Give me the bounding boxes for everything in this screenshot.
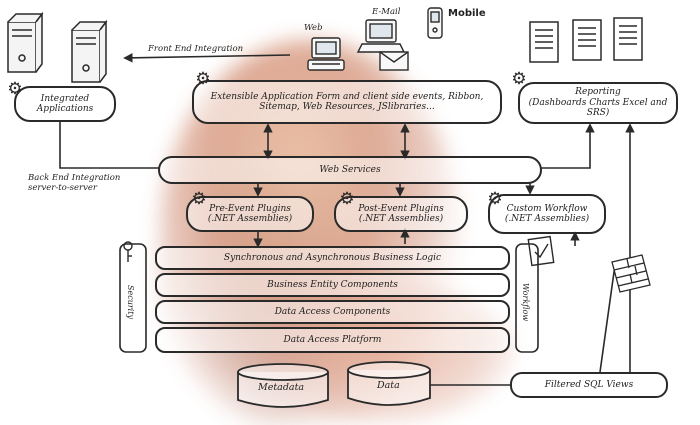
- sync-async-logic-box: Synchronous and Asynchronous Business Lo…: [155, 246, 510, 270]
- metadata-label: Metadata: [258, 382, 305, 393]
- checklist-icon: [527, 235, 555, 267]
- filtered-sql-views-box: Filtered SQL Views: [510, 372, 668, 398]
- reporting-box: Reporting (Dashboards Charts Excel and S…: [518, 82, 678, 124]
- custom-workflow-label: Custom Workflow (.NET Assemblies): [504, 203, 590, 224]
- back-end-integration-label: Back End Integration server-to-server: [28, 173, 121, 193]
- data-access-components-box: Data Access Components: [155, 300, 510, 324]
- data-access-components-label: Data Access Components: [274, 306, 391, 317]
- data-label: Data: [377, 380, 400, 391]
- mobile-label: Mobile: [448, 8, 486, 19]
- data-access-platform-label: Data Access Platform: [283, 334, 382, 345]
- gear-icon: ⚙: [339, 189, 355, 209]
- web-services-label: Web Services: [319, 164, 381, 175]
- gear-icon: ⚙: [7, 79, 23, 99]
- gear-icon: ⚙: [511, 69, 527, 89]
- lock-icon: [123, 241, 133, 262]
- gear-icon: ⚙: [191, 189, 207, 209]
- filtered-sql-views-label: Filtered SQL Views: [544, 379, 634, 390]
- post-event-plugins-label: Post-Event Plugins (.NET Assemblies): [358, 203, 444, 224]
- security-label: Security: [126, 285, 135, 319]
- reporting-label: Reporting (Dashboards Charts Excel and S…: [528, 87, 668, 119]
- gear-icon: ⚙: [195, 69, 211, 89]
- pre-event-plugins-label: Pre-Event Plugins (.NET Assemblies): [207, 203, 293, 224]
- business-entity-label: Business Entity Components: [267, 279, 398, 290]
- business-entity-box: Business Entity Components: [155, 273, 510, 297]
- front-end-integration-label: Front End Integration: [148, 44, 244, 54]
- integrated-applications-label: Integrated Applications: [36, 93, 94, 114]
- sync-async-logic-label: Synchronous and Asynchronous Business Lo…: [223, 252, 442, 263]
- firewall-icon: [611, 254, 651, 293]
- server-icon: [7, 11, 44, 73]
- web-label: Web: [304, 23, 323, 33]
- extensible-application-label: Extensible Application Form and client s…: [210, 91, 484, 112]
- data-access-platform-box: Data Access Platform: [155, 327, 510, 353]
- custom-workflow-box: Custom Workflow (.NET Assemblies): [488, 194, 606, 234]
- pre-event-plugins-box: Pre-Event Plugins (.NET Assemblies): [186, 196, 314, 232]
- workflow-label: Workflow: [521, 282, 530, 322]
- web-services-box: Web Services: [158, 156, 542, 184]
- extensible-application-box: Extensible Application Form and client s…: [192, 80, 502, 124]
- post-event-plugins-box: Post-Event Plugins (.NET Assemblies): [334, 196, 468, 232]
- email-label: E-Mail: [372, 7, 401, 17]
- gear-icon: ⚙: [487, 189, 503, 209]
- integrated-applications-box: Integrated Applications: [14, 86, 116, 122]
